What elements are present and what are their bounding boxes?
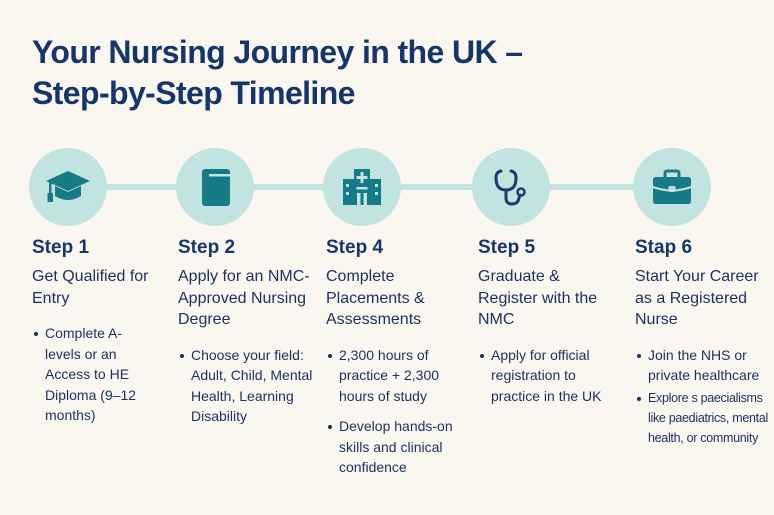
bullet-item: 2,300 hours of practice + 2,300 hours of… [326, 345, 472, 407]
step-2-node [176, 148, 254, 226]
step-5-node [472, 148, 550, 226]
graduation-cap-icon [46, 171, 90, 202]
step-bullets: 2,300 hours of practice + 2,300 hours of… [326, 345, 472, 478]
step-label: Stap 6 [635, 237, 693, 258]
step-title: Complete Placements & Assessments [326, 268, 425, 328]
bullet-item: Join the NHS or private healthcare [635, 345, 771, 386]
book-icon [202, 169, 230, 206]
hospital-icon [343, 169, 381, 205]
step-1: Step 1 Get Qualified for Entry Complete … [32, 236, 150, 436]
step-label: Step 4 [326, 237, 384, 258]
step-bullets: Apply for official registration to pract… [478, 345, 618, 407]
step-6-node [633, 148, 711, 226]
bullet-item: Choose your field: Adult, Child, Mental … [178, 345, 313, 427]
step-title: Start Your Career as a Registered Nurse [635, 268, 759, 328]
step-bullets: Complete A-levels or an Access to HE Dip… [32, 323, 150, 426]
step-5: Step 5 Graduate & Register with the NMC … [478, 236, 618, 416]
step-4-node [323, 148, 401, 226]
step-title: Graduate & Register with the NMC [478, 268, 598, 328]
bullet-item: Complete A-levels or an Access to HE Dip… [32, 323, 150, 426]
step-bullets: Join the NHS or private healthcare Explo… [635, 345, 771, 448]
bullet-item: Apply for official registration to pract… [478, 345, 618, 407]
step-4: Step 4 Complete Placements & Assessments… [326, 236, 472, 488]
bullet-item: Develop hands-on skills and clinical con… [326, 416, 472, 478]
page-title: Your Nursing Journey in the UK – Step-by… [32, 32, 652, 114]
bullet-item: Explore s paecialisms like paediatrics, … [635, 388, 771, 448]
step-label: Step 2 [178, 237, 236, 258]
step-2: Step 2 Apply for an NMC-Approved Nursing… [178, 236, 313, 437]
title-line-1: Your Nursing Journey in the UK – [32, 34, 523, 70]
step-1-node [29, 148, 107, 226]
step-bullets: Choose your field: Adult, Child, Mental … [178, 345, 313, 427]
title-line-2: Step-by-Step Timeline [32, 75, 355, 111]
briefcase-icon [652, 169, 692, 204]
step-label: Step 1 [32, 237, 90, 258]
step-6: Stap 6 Start Your Career as a Registered… [635, 236, 771, 450]
step-label: Step 5 [478, 237, 536, 258]
step-title: Get Qualified for Entry [32, 268, 149, 307]
stethoscope-icon [494, 169, 526, 206]
step-title: Apply for an NMC-Approved Nursing Degree [178, 268, 310, 328]
